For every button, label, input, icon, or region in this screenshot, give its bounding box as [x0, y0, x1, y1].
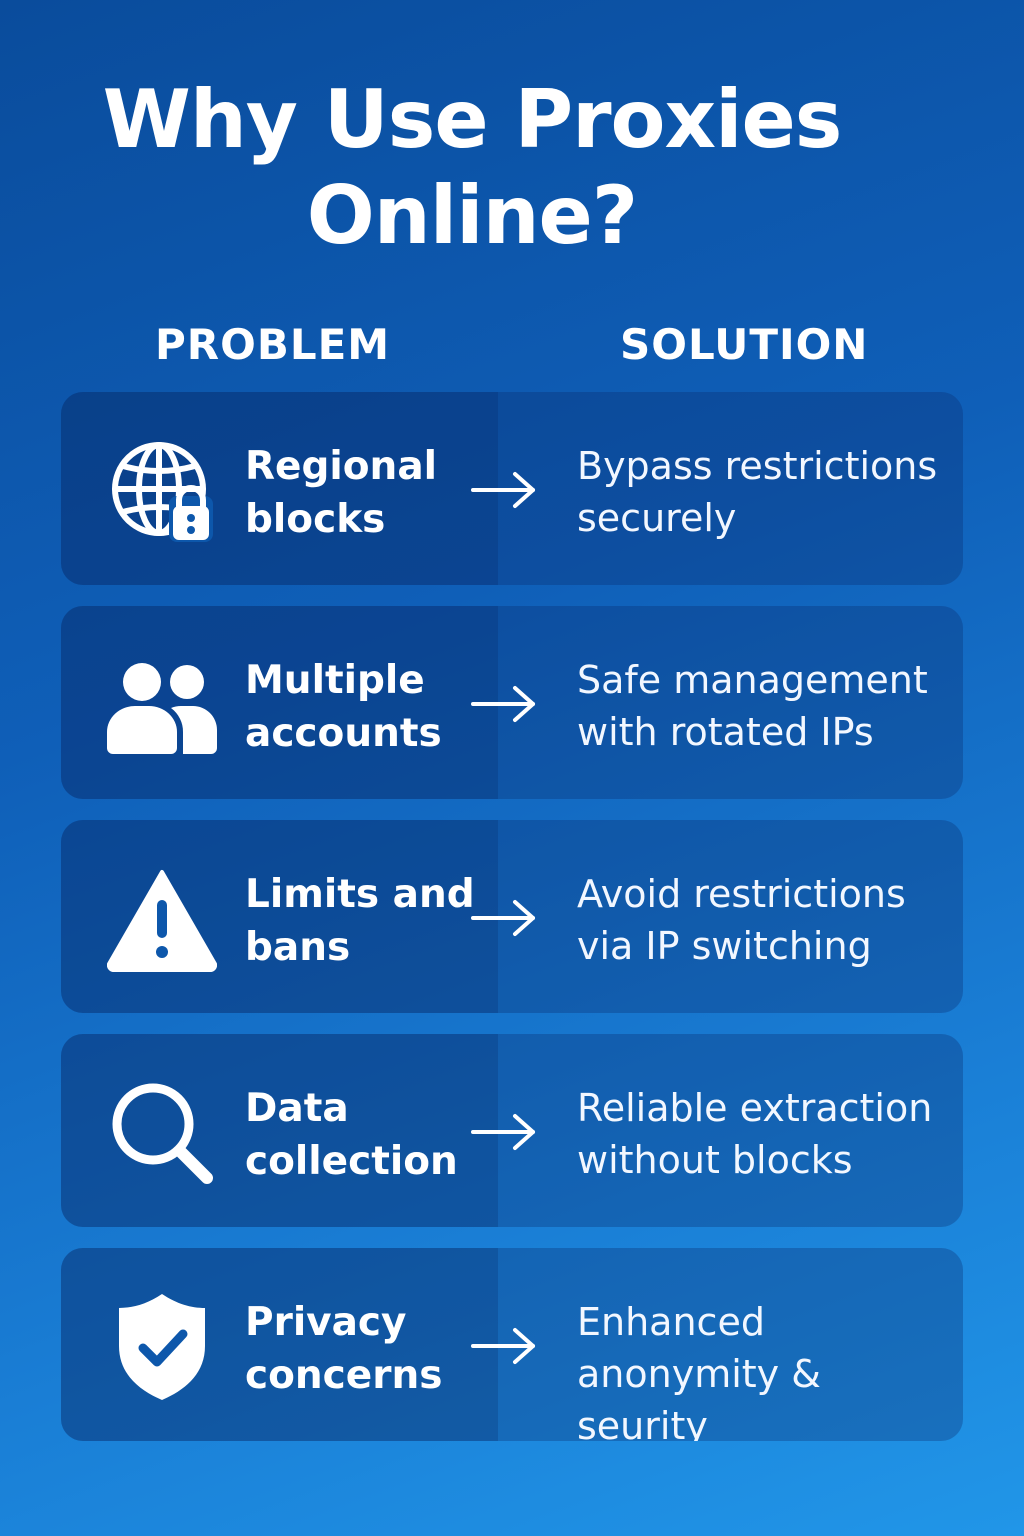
search-icon: [107, 1080, 217, 1186]
problem-label: Regional blocks: [245, 444, 438, 542]
comparison-list: Regional blocks Bypass restrictions secu…: [61, 392, 963, 1462]
solution-column-header: SOLUTION: [620, 320, 869, 369]
arrow-right-icon: [469, 684, 539, 724]
problem-column-header: PROBLEM: [155, 320, 391, 369]
title-line-1: Why Use Proxies: [102, 73, 843, 166]
problem-label: Privacy concerns: [245, 1300, 443, 1398]
globe-lock-icon: [107, 438, 217, 544]
problem-cell-background: [61, 820, 498, 1013]
shield-check-icon: [107, 1294, 217, 1400]
problem-cell-background: [61, 1034, 498, 1227]
solution-label: Enhanced anonymity & seurity: [577, 1300, 821, 1441]
problem-label: Multiple accounts: [245, 658, 442, 756]
problem-label: Data collection: [245, 1086, 458, 1184]
comparison-row-multiple-accounts: Multiple accounts Safe management with r…: [61, 606, 963, 799]
page-title: Why Use Proxies Online?: [0, 72, 944, 264]
title-line-2: Online?: [306, 169, 638, 262]
solution-label: Reliable extraction without blocks: [577, 1086, 933, 1182]
comparison-row-privacy-concerns: Privacy concerns Enhanced anonymity & se…: [61, 1248, 963, 1441]
arrow-right-icon: [469, 898, 539, 938]
users-icon: [107, 652, 217, 758]
warning-icon: [107, 866, 217, 972]
solution-label: Safe management with rotated IPs: [577, 658, 928, 754]
solution-label: Bypass restrictions securely: [577, 444, 938, 540]
comparison-row-data-collection: Data collection Reliable extraction with…: [61, 1034, 963, 1227]
problem-cell-background: [61, 606, 498, 799]
comparison-row-limits-and-bans: Limits and bans Avoid restrictions via I…: [61, 820, 963, 1013]
comparison-row-regional-blocks: Regional blocks Bypass restrictions secu…: [61, 392, 963, 585]
arrow-right-icon: [469, 1112, 539, 1152]
problem-label: Limits and bans: [245, 872, 475, 970]
arrow-right-icon: [469, 470, 539, 510]
arrow-right-icon: [469, 1326, 539, 1366]
solution-label: Avoid restrictions via IP switching: [577, 872, 906, 968]
